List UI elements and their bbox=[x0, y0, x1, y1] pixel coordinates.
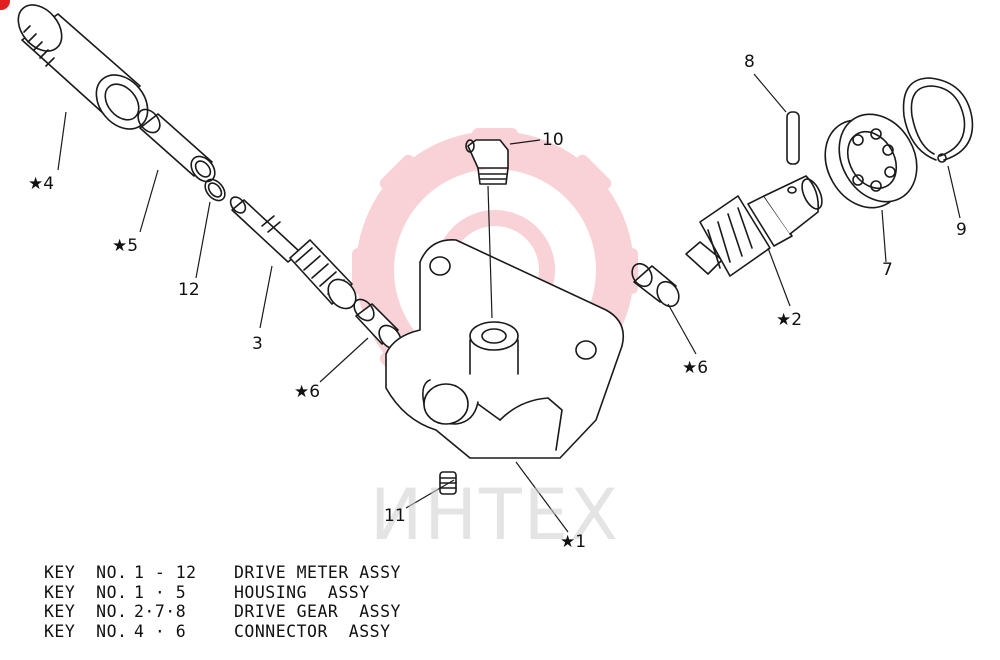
legend-row: KEY NO. 2·7·8 DRIVE GEAR ASSY bbox=[44, 602, 401, 622]
callout-6-left: ★6 bbox=[294, 382, 321, 402]
callout-4: ★4 bbox=[28, 174, 55, 194]
part-6-bushing-right bbox=[631, 262, 680, 308]
callout-7: 7 bbox=[882, 260, 893, 280]
part-5-sleeve bbox=[137, 108, 216, 183]
legend-range: 2·7·8 bbox=[134, 602, 187, 621]
part-7-ball-bearing bbox=[824, 113, 918, 209]
callout-8: 8 bbox=[744, 52, 755, 72]
callout-6-right: ★6 bbox=[682, 358, 709, 378]
callout-10: 10 bbox=[542, 130, 564, 150]
part-12-o-ring bbox=[204, 178, 226, 202]
callout-5: ★5 bbox=[112, 236, 139, 256]
legend-row: KEY NO. 1 · 5 HOUSING ASSY bbox=[44, 583, 401, 603]
legend-range: 4 · 6 bbox=[134, 621, 187, 641]
legend-desc: HOUSING ASSY bbox=[234, 582, 370, 602]
part-4-connector-nut bbox=[17, 4, 149, 130]
legend-range: 1 · 5 bbox=[134, 582, 187, 602]
legend-key: KEY NO. bbox=[44, 602, 128, 621]
key-legend: KEY NO. 1 - 12 DRIVE METER ASSY KEY NO. 1 ·… bbox=[44, 563, 401, 641]
part-9-snap-ring bbox=[902, 77, 974, 163]
legend-key: KEY NO. bbox=[44, 563, 128, 582]
corner-badge bbox=[0, 0, 10, 10]
callout-1: ★1 bbox=[560, 532, 587, 552]
part-10-grease-nipple bbox=[465, 139, 509, 185]
legend-range: 1 - 12 bbox=[134, 563, 197, 582]
legend-key: KEY NO. bbox=[44, 621, 128, 641]
callout-3: 3 bbox=[252, 334, 263, 354]
legend-row: KEY NO. 4 · 6 CONNECTOR ASSY bbox=[44, 622, 401, 642]
part-3-driven-gear bbox=[229, 196, 357, 310]
leader-lines bbox=[57, 73, 961, 533]
callout-11: 11 bbox=[384, 506, 406, 526]
callout-2: ★2 bbox=[776, 310, 803, 330]
legend-desc: DRIVE METER ASSY bbox=[234, 563, 401, 582]
part-1-housing bbox=[385, 239, 625, 459]
watermark-text: ИНТЕХ bbox=[370, 474, 620, 556]
part-8-pin bbox=[786, 111, 800, 165]
callout-9: 9 bbox=[956, 220, 967, 240]
part-2-drive-gear bbox=[685, 175, 823, 277]
callout-12: 12 bbox=[178, 280, 200, 300]
legend-row: KEY NO. 1 - 12 DRIVE METER ASSY bbox=[44, 563, 401, 583]
legend-key: KEY NO. bbox=[44, 582, 128, 602]
legend-desc: DRIVE GEAR ASSY bbox=[234, 602, 401, 621]
legend-desc: CONNECTOR ASSY bbox=[234, 621, 391, 641]
